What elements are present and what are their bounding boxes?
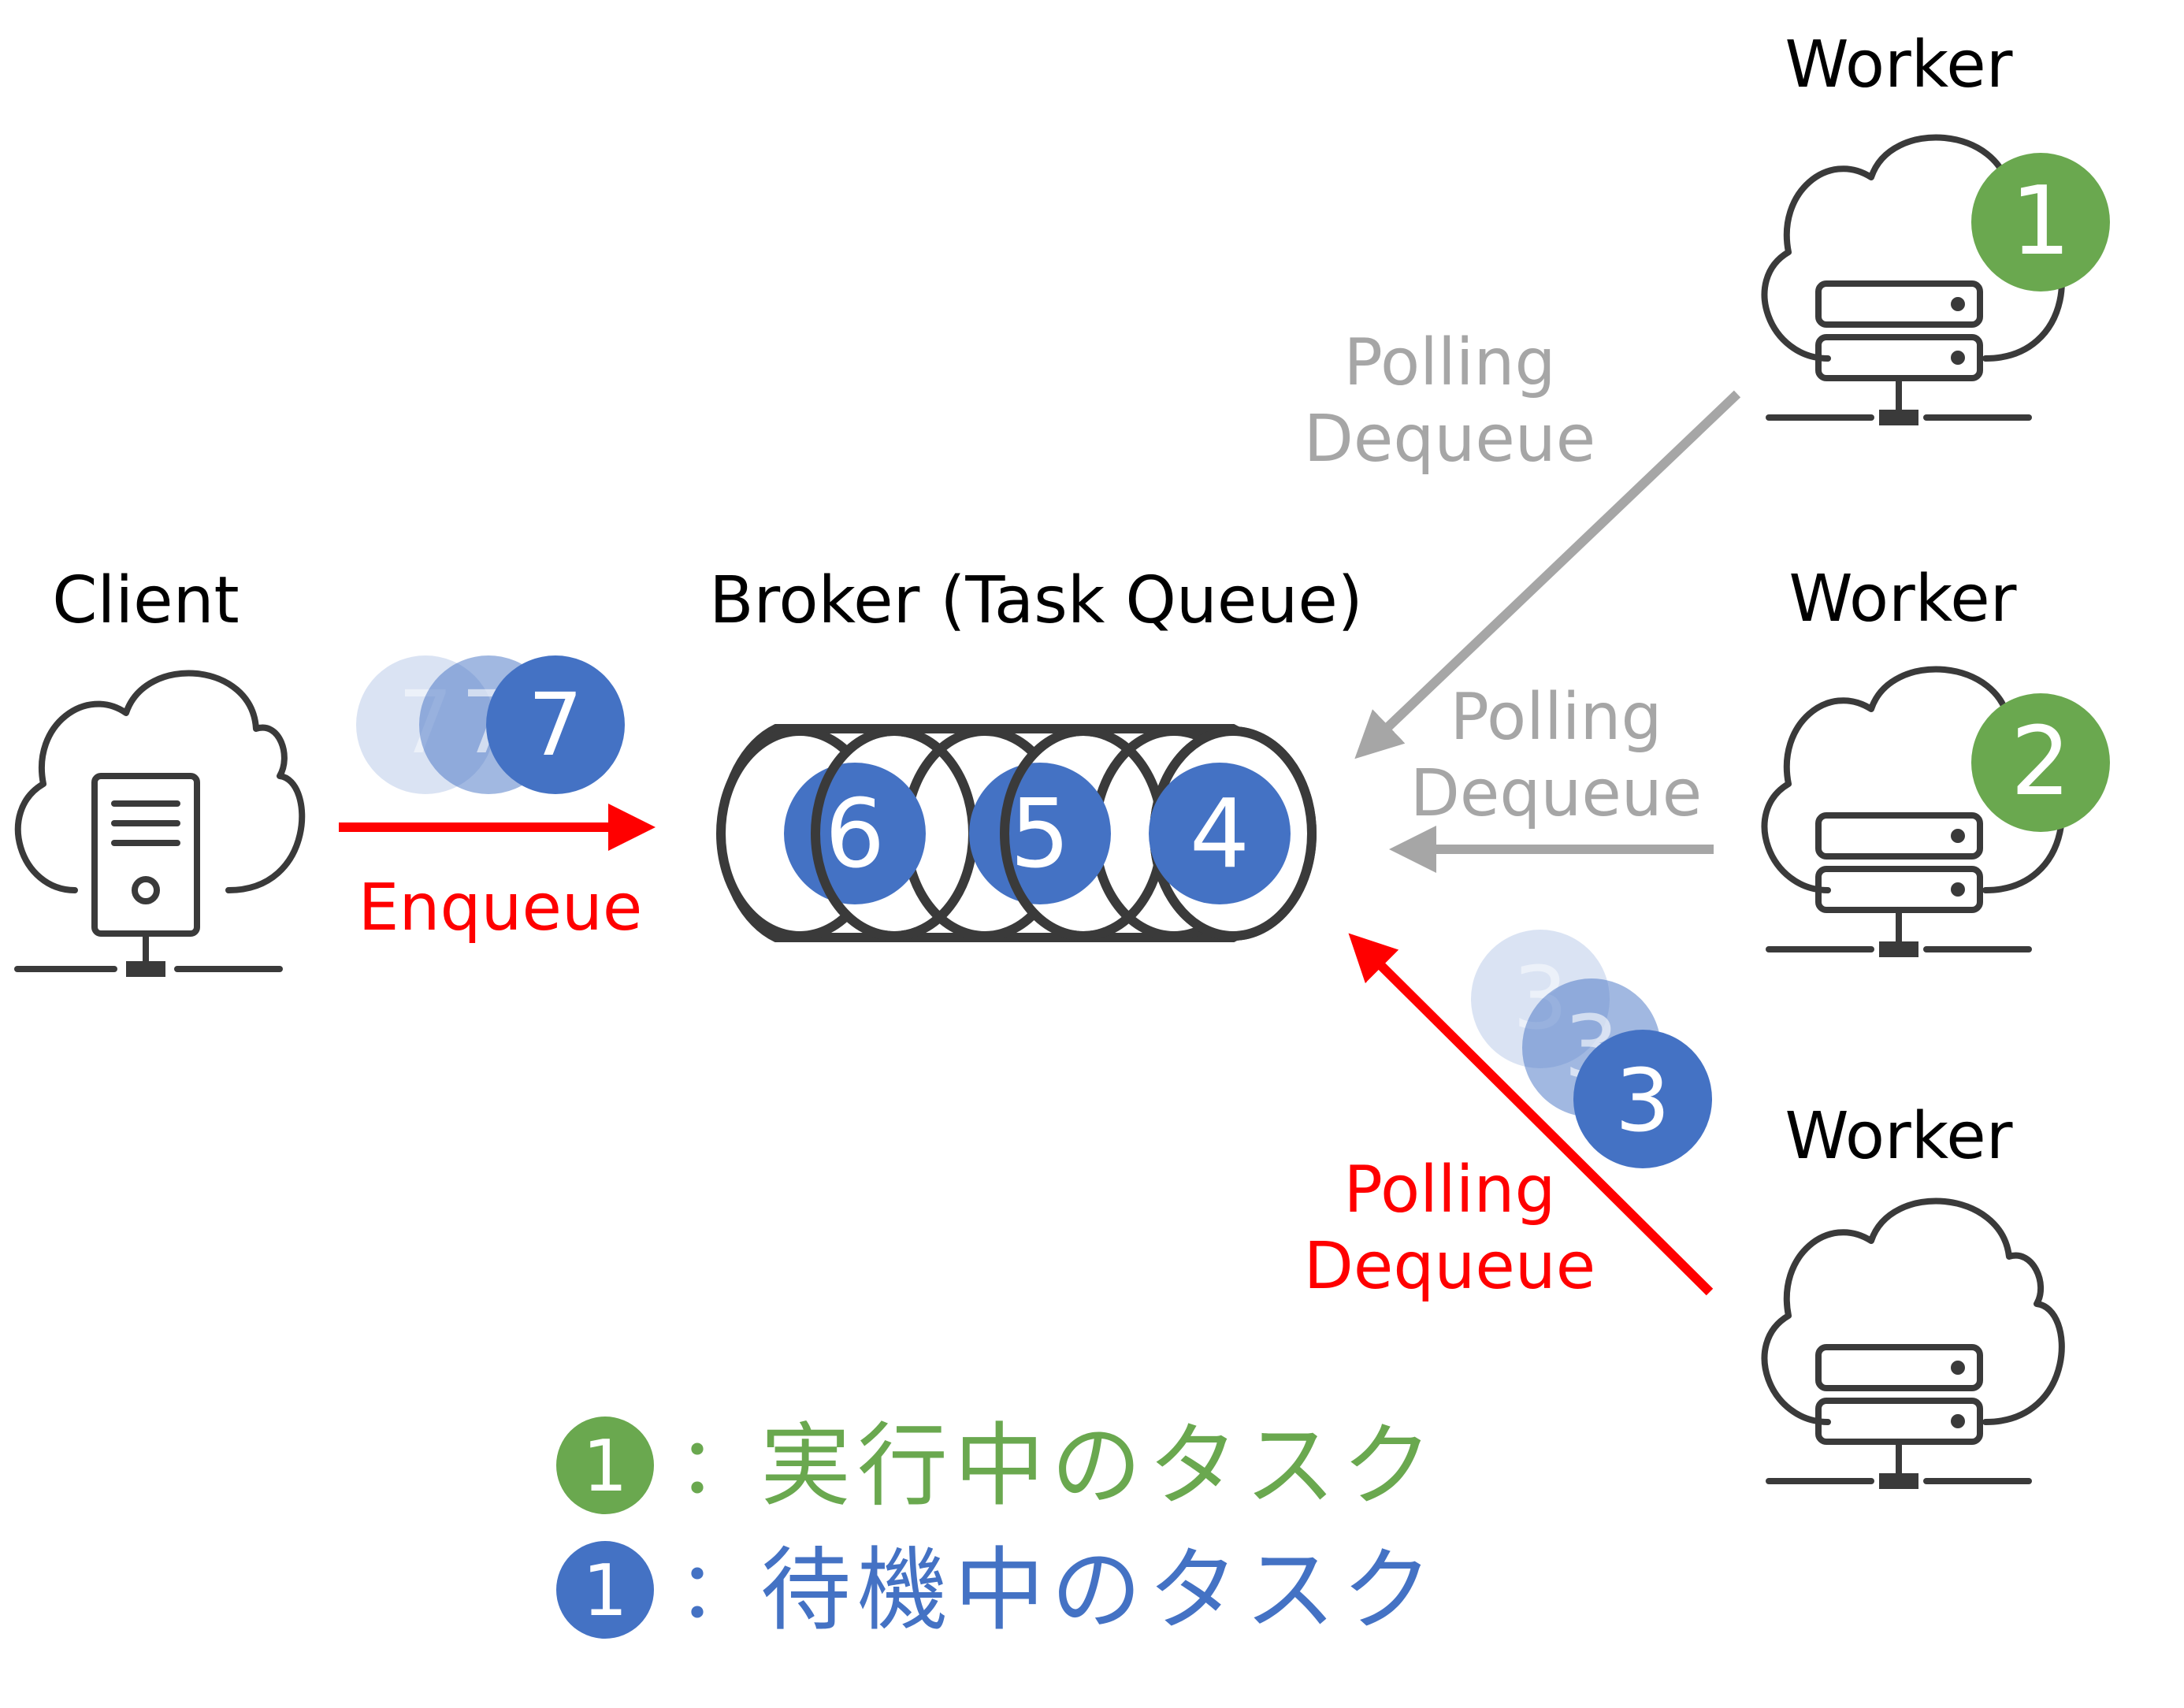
queue-task-number-6: 6: [825, 780, 885, 889]
dequeued-task-badge: [1573, 1030, 1712, 1168]
queue-task-badge-4: [1149, 763, 1291, 904]
worker-3-label: Worker: [1785, 1099, 2013, 1174]
worker-2-cloud-server-icon: [1761, 666, 2065, 957]
dequeued-task-badge-group: 3 3 3: [1471, 930, 1712, 1168]
worker-2-running-task-badge: [1971, 693, 2110, 832]
enqueue-task-badge-group: 7 7 7: [356, 655, 625, 794]
dequeue-top-label: Dequeue: [1304, 402, 1595, 477]
dequeue-bottom-label: Dequeue: [1304, 1229, 1595, 1304]
enqueue-label: Enqueue: [358, 871, 643, 945]
client-cloud-server-icon: [14, 670, 306, 977]
queue-task-number-5: 5: [1010, 780, 1070, 889]
worker-1-running-task-number: 1: [2011, 167, 2071, 277]
legend-running: 1 ： 実行中のタスク: [556, 1413, 1439, 1519]
worker-node-1: Worker 1: [1761, 28, 2110, 425]
polling-top-label: Polling: [1343, 325, 1555, 400]
worker-3-cloud-server-icon: [1761, 1197, 2065, 1489]
legend-running-badge: [556, 1417, 654, 1514]
worker-2-label: Worker: [1789, 562, 2017, 637]
worker-1-label: Worker: [1785, 28, 2013, 102]
client-node: Client: [14, 563, 306, 977]
queue-task-number-4: 4: [1190, 780, 1250, 889]
legend-waiting-badge: [556, 1541, 654, 1639]
worker-node-3: Worker: [1761, 1099, 2065, 1489]
polling-arrow-top: Polling Dequeue: [1304, 325, 1741, 759]
legend-running-number: 1: [582, 1425, 627, 1508]
worker-node-2: Worker 2: [1761, 562, 2110, 957]
legend-running-separator: ：: [678, 1420, 756, 1512]
enqueue-arrow: Enqueue: [339, 804, 656, 945]
legend-waiting-number: 1: [582, 1550, 627, 1632]
legend-waiting-label: 待機中のタスク: [760, 1538, 1439, 1643]
enqueue-task-number: 7: [528, 674, 583, 775]
enqueue-task-badge: [486, 655, 625, 794]
polling-arrow-bottom: Polling Dequeue: [1304, 933, 1714, 1304]
legend: 1 ： 実行中のタスク 1 ： 待機中のタスク: [556, 1413, 1439, 1643]
polling-arrow-middle: Polling Dequeue: [1389, 680, 1714, 873]
dequeued-task-number: 3: [1615, 1050, 1670, 1151]
broker-label: Broker (Task Queue): [709, 563, 1363, 638]
client-label: Client: [52, 563, 239, 638]
legend-waiting-separator: ：: [678, 1544, 756, 1636]
polling-bottom-label: Polling: [1343, 1153, 1555, 1227]
dequeue-mid-label: Dequeue: [1410, 756, 1702, 831]
legend-running-label: 実行中のタスク: [760, 1413, 1439, 1519]
polling-mid-label: Polling: [1450, 680, 1662, 755]
broker-queue: 6 5 4: [716, 724, 1317, 942]
worker-1-running-task-badge: [1971, 153, 2110, 291]
legend-waiting: 1 ： 待機中のタスク: [556, 1538, 1439, 1643]
worker-2-running-task-number: 2: [2011, 707, 2071, 817]
